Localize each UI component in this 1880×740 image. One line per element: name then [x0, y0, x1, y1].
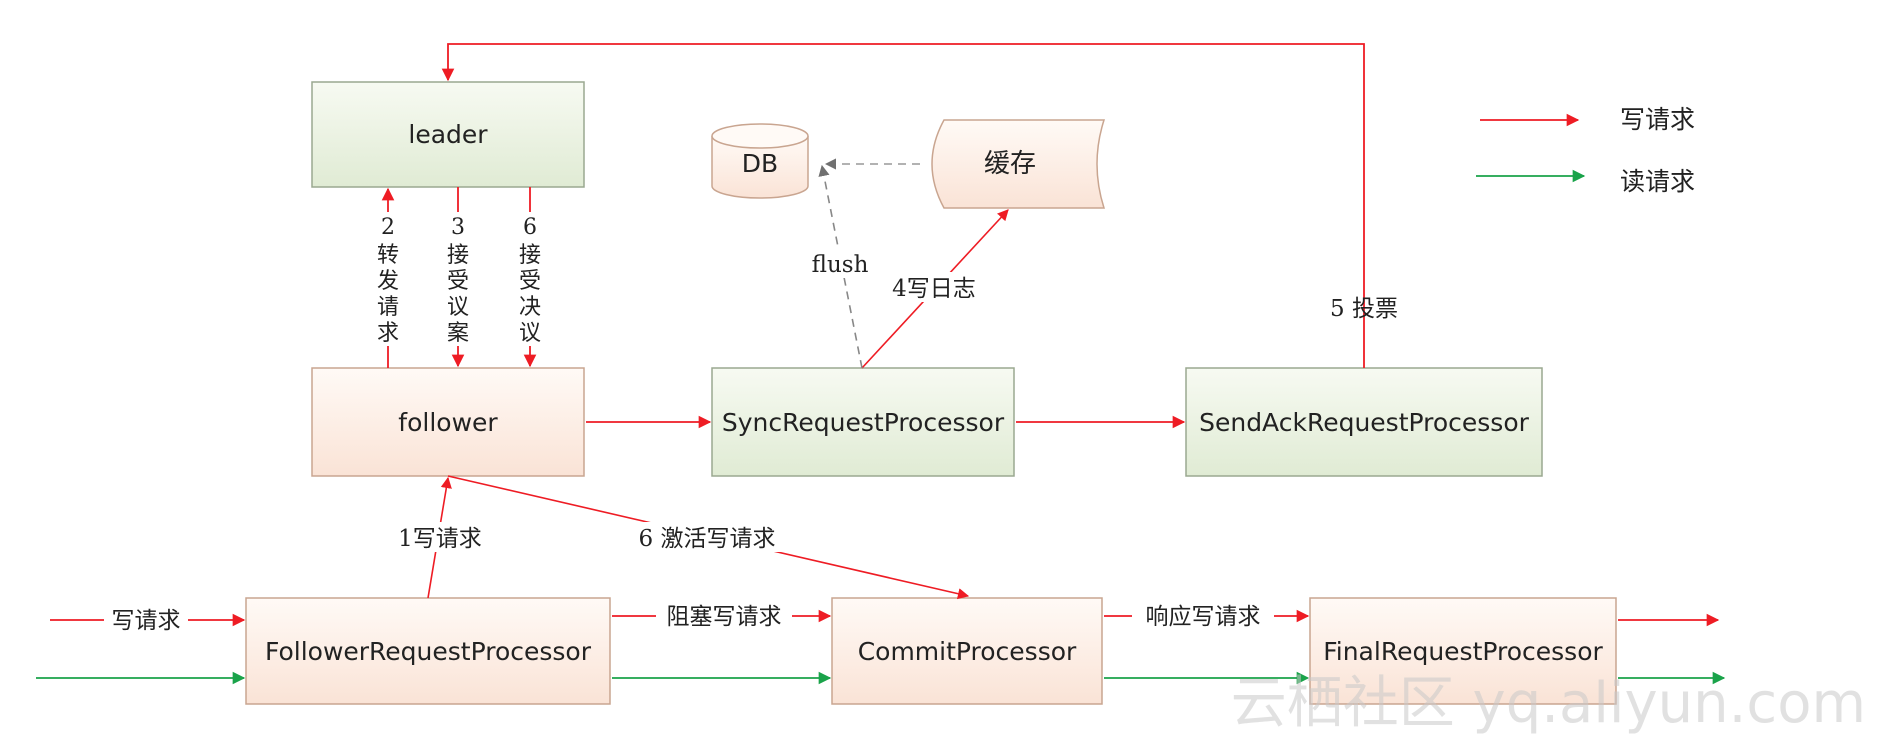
follower-box[interactable]: follower: [311, 367, 585, 477]
leader-label: leader: [408, 120, 488, 149]
vote-arrow: 5 投票: [441, 43, 1398, 368]
send-ack-request-processor-box[interactable]: SendAckRequestProcessor: [1185, 367, 1543, 477]
accept-decision-char-4: 议: [519, 321, 541, 346]
leader-box[interactable]: leader: [311, 81, 585, 188]
forward-char-0: 2: [381, 215, 395, 240]
flush-arrow: flush: [806, 164, 874, 369]
db-label: DB: [742, 149, 778, 178]
accept-decision-char-1: 接: [519, 243, 541, 268]
sync-request-processor-label: SyncRequestProcessor: [722, 408, 1005, 437]
cache-storage[interactable]: 缓存: [931, 119, 1106, 209]
vote-label: 5 投票: [1330, 296, 1398, 322]
legend: 写请求 读请求: [1476, 105, 1695, 196]
sync-request-processor-box[interactable]: SyncRequestProcessor: [711, 367, 1015, 477]
watermark: 云栖社区 yq.aliyun.com: [1231, 671, 1866, 736]
db-cylinder[interactable]: DB: [711, 123, 809, 199]
input-write-arrow: 写请求: [50, 604, 246, 634]
legend-read-label: 读请求: [1620, 167, 1695, 196]
block-write-arrow: 阻塞写请求: [612, 600, 832, 630]
accept-proposal-char-4: 案: [447, 321, 469, 346]
flush-label: flush: [812, 252, 869, 278]
input-write-label: 写请求: [112, 608, 181, 634]
write-log-label: 4写日志: [892, 276, 976, 302]
accept-proposal-char-0: 3: [451, 215, 465, 240]
forward-request-arrow: 2 转 发 请 求: [374, 187, 402, 368]
commit-processor-box[interactable]: CommitProcessor: [831, 597, 1103, 705]
activate-write-arrow: 6 激活写请求: [447, 475, 970, 600]
write-request-1-arrow: 1写请求: [392, 476, 488, 599]
accept-decision-char-3: 决: [519, 295, 541, 320]
final-request-processor-box[interactable]: FinalRequestProcessor: [1309, 597, 1617, 705]
final-request-processor-label: FinalRequestProcessor: [1323, 637, 1603, 666]
accept-proposal-arrow: 3 接 受 议 案: [444, 187, 472, 368]
follower-request-processor-box[interactable]: FollowerRequestProcessor: [245, 597, 611, 705]
forward-char-4: 求: [377, 321, 399, 346]
respond-write-label: 响应写请求: [1146, 604, 1261, 630]
respond-write-arrow: 响应写请求: [1104, 600, 1310, 630]
accept-proposal-char-3: 议: [447, 295, 469, 320]
forward-char-1: 转: [377, 243, 399, 268]
activate-write-label: 6 激活写请求: [639, 526, 776, 552]
block-write-label: 阻塞写请求: [667, 604, 782, 630]
legend-write-label: 写请求: [1620, 105, 1695, 134]
write-log-arrow: 4写日志: [861, 209, 1009, 369]
commit-processor-label: CommitProcessor: [858, 637, 1077, 666]
forward-char-2: 发: [377, 269, 399, 294]
send-ack-request-processor-label: SendAckRequestProcessor: [1199, 408, 1530, 437]
accept-proposal-char-2: 受: [447, 269, 469, 294]
forward-char-3: 请: [377, 295, 399, 320]
follower-label: follower: [398, 408, 498, 437]
accept-proposal-char-1: 接: [447, 243, 469, 268]
follower-request-processor-label: FollowerRequestProcessor: [265, 637, 592, 666]
cache-label: 缓存: [984, 149, 1036, 179]
accept-decision-char-2: 受: [519, 269, 541, 294]
accept-decision-arrow: 6 接 受 决 议: [516, 187, 544, 368]
accept-decision-char-0: 6: [523, 215, 537, 240]
write-request-1-label: 1写请求: [398, 526, 482, 552]
